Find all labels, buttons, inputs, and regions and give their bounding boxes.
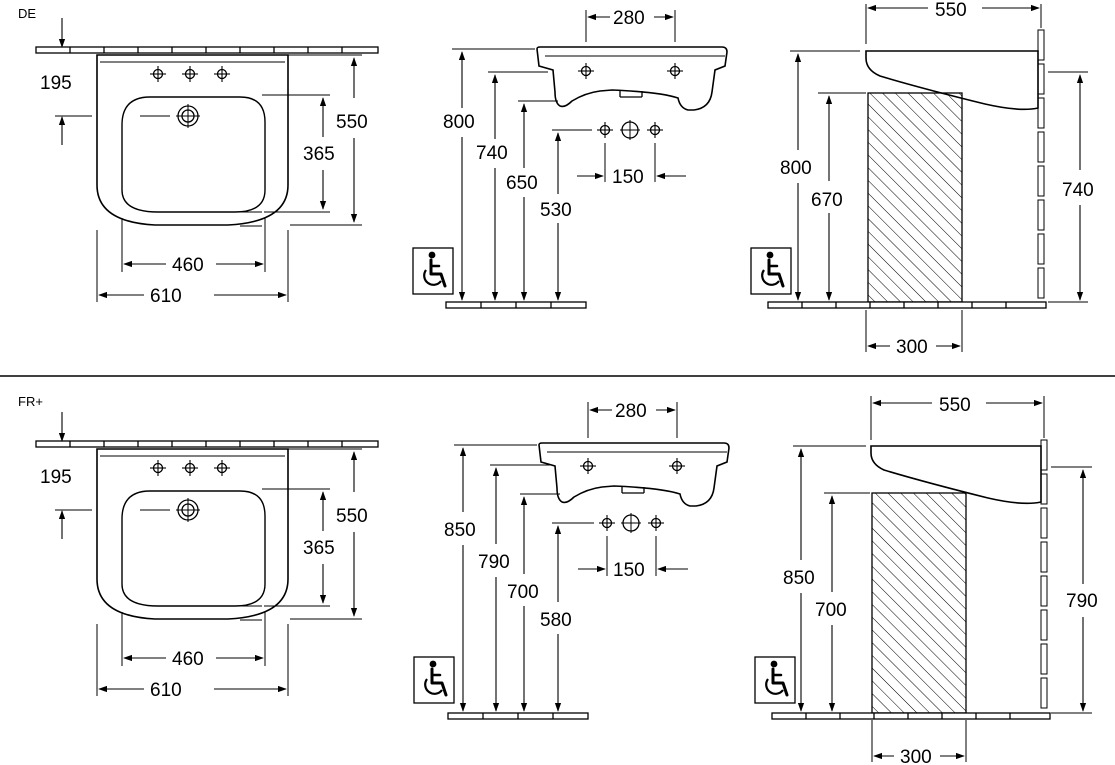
wheelchair-icon: [750, 247, 792, 295]
profile-dimensions: [794, 4, 1084, 350]
tap-hole-icon: [577, 62, 595, 80]
wheelchair-icon: [412, 247, 454, 295]
dim-tap-spacing: 150: [613, 560, 645, 581]
profile-dimensions: [797, 399, 1087, 760]
dim-depth: 550: [336, 506, 368, 527]
plan-dimensions: [58, 412, 358, 693]
dim-height-top: 800: [780, 158, 812, 179]
dim-bowl-width: 460: [172, 255, 204, 276]
waste-icon: [620, 120, 640, 140]
knee-space: [871, 492, 967, 714]
side-dimensions: [459, 406, 688, 712]
dim-depth: 550: [336, 112, 368, 133]
tap-hole-icon: [668, 457, 686, 475]
plan-view: [35, 46, 379, 302]
wall-column: [1040, 439, 1048, 709]
basin-outline: [96, 448, 289, 620]
dim-offset: 195: [40, 467, 72, 488]
dim-height-waste: 580: [540, 610, 572, 631]
tap-hole-icon: [579, 457, 597, 475]
wall-strip: [35, 46, 379, 54]
dim-knee-depth: 300: [896, 337, 928, 358]
side-view: [447, 402, 730, 720]
dim-bowl-depth: 365: [303, 538, 335, 559]
dim-height-knee: 670: [811, 190, 843, 211]
section-fr: FR+: [18, 394, 1098, 765]
dim-tap-spacing: 150: [612, 167, 644, 188]
region-label: FR+: [18, 394, 43, 409]
dim-offset: 195: [40, 73, 72, 94]
dim-width: 610: [150, 286, 182, 307]
profile-view: [767, 4, 1088, 352]
waste-icon: [176, 498, 200, 522]
tap-hole-icon: [149, 65, 167, 83]
section-de: DE: [18, 0, 1094, 358]
tap-hole-icon: [213, 65, 231, 83]
floor-strip: [447, 712, 589, 720]
dim-height-rim: 740: [1062, 180, 1094, 201]
tap-hole-icon: [666, 62, 684, 80]
region-label: DE: [18, 6, 36, 21]
floor-strip: [767, 301, 1047, 309]
wheelchair-icon: [413, 656, 455, 704]
knee-space: [867, 92, 963, 303]
dim-height-under: 650: [506, 173, 538, 194]
dim-height-top: 850: [444, 520, 476, 541]
dim-height-rim: 740: [476, 143, 508, 164]
dim-tap-width: 280: [613, 8, 645, 29]
side-dimensions: [458, 13, 686, 301]
dim-height-top: 800: [443, 112, 475, 133]
waste-icon: [176, 104, 200, 128]
wall-column: [1037, 29, 1045, 299]
floor-strip: [445, 301, 587, 309]
dim-knee-depth: 300: [900, 747, 932, 765]
basin-profile: [865, 50, 1039, 111]
wall-strip: [35, 440, 379, 448]
tap-hole-icon: [598, 514, 616, 532]
waste-icon: [621, 513, 641, 533]
plan-view: [35, 440, 379, 696]
tap-hole-icon: [149, 459, 167, 477]
tap-hole-icon: [181, 459, 199, 477]
tap-hole-icon: [596, 121, 614, 139]
dim-height-rim: 790: [478, 552, 510, 573]
dim-height-knee: 700: [815, 600, 847, 621]
basin-side: [536, 46, 728, 111]
dim-tap-width: 280: [615, 401, 647, 422]
dim-height-waste: 530: [540, 200, 572, 221]
basin-profile: [870, 445, 1042, 505]
tap-hole-icon: [646, 121, 664, 139]
tap-hole-icon: [181, 65, 199, 83]
bowl-outline: [121, 490, 266, 607]
dim-width: 610: [150, 680, 182, 701]
plan-dimensions: [58, 18, 358, 299]
bowl-outline: [121, 96, 266, 213]
dim-height-under: 700: [507, 582, 539, 603]
profile-view: [771, 396, 1092, 762]
dim-height-rim: 790: [1066, 591, 1098, 612]
tap-hole-icon: [647, 514, 665, 532]
side-view: [445, 10, 728, 309]
dim-bowl-width: 460: [172, 649, 204, 670]
tap-hole-icon: [213, 459, 231, 477]
dim-bowl-depth: 365: [303, 144, 335, 165]
floor-strip: [771, 712, 1051, 720]
wheelchair-icon: [754, 656, 796, 704]
basin-outline: [96, 54, 289, 226]
basin-side: [538, 442, 730, 507]
dim-depth: 550: [935, 0, 967, 21]
dim-depth: 550: [939, 395, 971, 416]
dim-height-top: 850: [783, 568, 815, 589]
